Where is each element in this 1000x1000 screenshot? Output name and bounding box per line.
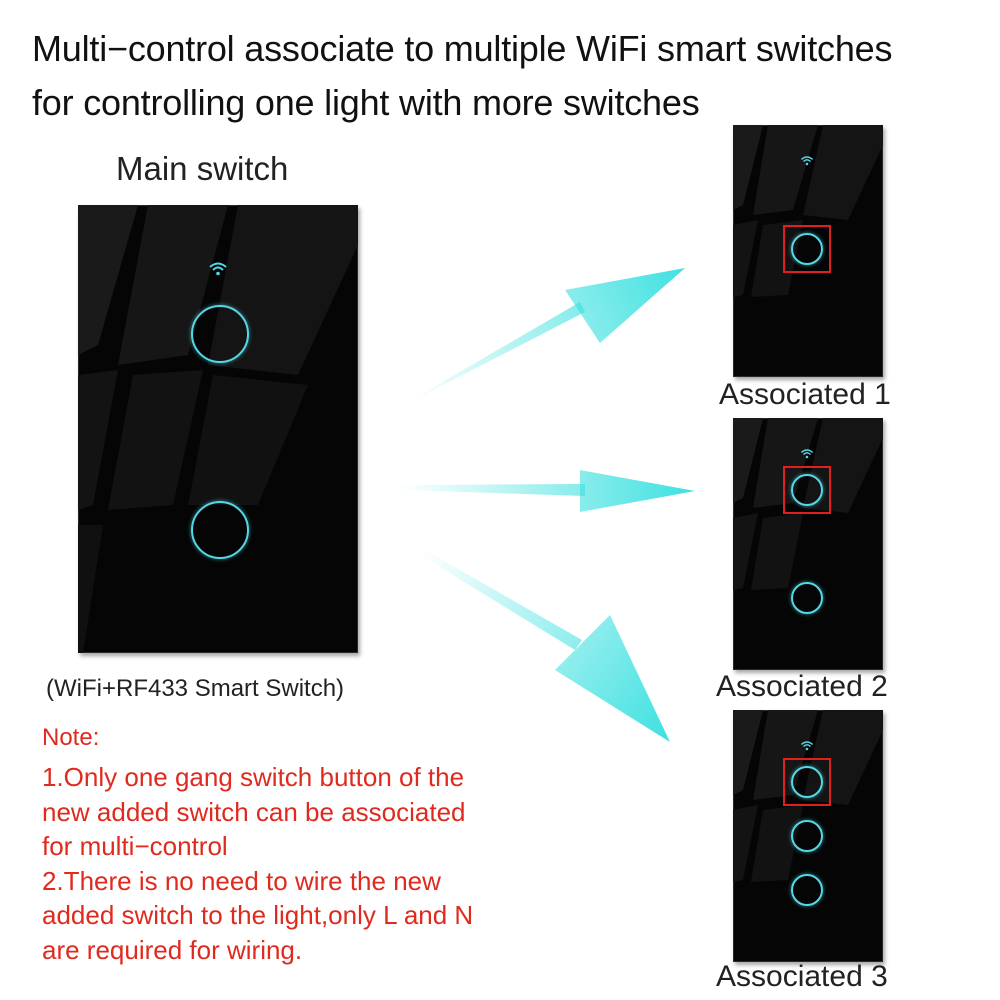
associated-2-button-2[interactable]	[791, 582, 823, 614]
main-switch-caption: (WiFi+RF433 Smart Switch)	[46, 675, 345, 702]
note-line: added switch to the light,only L and N	[42, 900, 474, 930]
arrow-icon-2	[400, 470, 695, 512]
associated-3-button-1[interactable]	[791, 766, 823, 798]
associated-2-label: Associated 2	[716, 670, 888, 703]
headline-line-1: Multi−control associate to multiple WiFi…	[32, 28, 893, 69]
note-line: 1.Only one gang switch button of the	[42, 762, 465, 792]
main-switch-label: Main switch	[116, 150, 289, 187]
main-switch-panel	[78, 205, 358, 653]
glass-reflection	[733, 125, 883, 297]
wifi-icon	[800, 156, 814, 166]
main-switch-button-2[interactable]	[191, 501, 249, 559]
associated-2-button-1[interactable]	[791, 474, 823, 506]
associated-3-button-3[interactable]	[791, 874, 823, 906]
main-switch-button-1[interactable]	[191, 305, 249, 363]
selected-button-highlight	[783, 225, 831, 273]
headline-line-2: for controlling one light with more swit…	[32, 82, 700, 123]
associated-3-label: Associated 3	[716, 960, 888, 993]
note-line: for multi−control	[42, 831, 228, 861]
wifi-icon	[800, 449, 814, 459]
associated-1-label: Associated 1	[719, 378, 891, 411]
associated-3-button-2[interactable]	[791, 820, 823, 852]
associated-2-panel	[733, 418, 883, 670]
note-line: new added switch can be associated	[42, 796, 466, 827]
selected-button-highlight	[783, 466, 831, 514]
arrow-icon-3	[420, 550, 670, 742]
associated-1-button-1[interactable]	[791, 233, 823, 265]
selected-button-highlight	[783, 758, 831, 806]
associated-3-panel	[733, 710, 883, 962]
glass-reflection	[733, 418, 883, 590]
arrow-icon-1	[410, 268, 685, 402]
wifi-icon	[209, 262, 227, 276]
wifi-icon	[800, 741, 814, 751]
note-line: are required for wiring.	[42, 934, 303, 965]
note-title: Note:	[42, 724, 100, 751]
headline: Multi−control associate to multiple WiFi…	[32, 22, 992, 130]
note-body: 1.Only one gang switch button of the new…	[42, 760, 542, 967]
note-line: 2.There is no need to wire the new	[42, 865, 441, 896]
associated-1-panel	[733, 125, 883, 377]
glass-reflection	[733, 710, 883, 882]
